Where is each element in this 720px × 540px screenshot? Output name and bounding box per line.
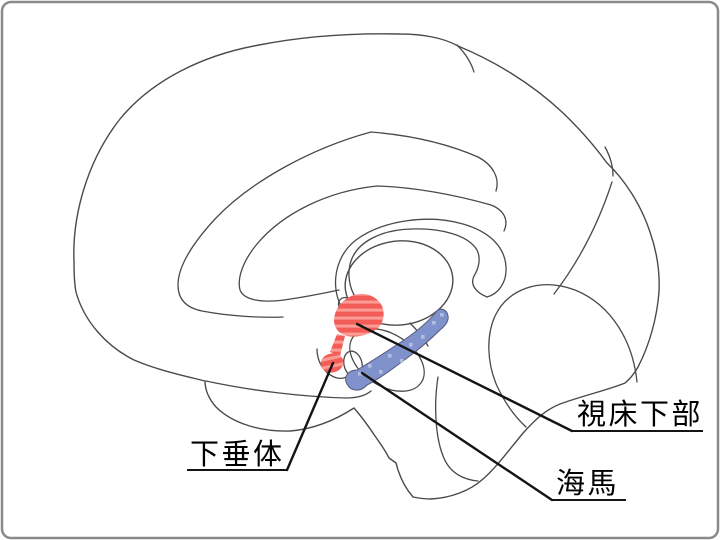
label-hypothalamus: 視床下部 <box>577 397 703 431</box>
cerebellum-outline <box>488 284 638 428</box>
hippocampus-dot <box>432 321 436 325</box>
hippocampus-dots <box>358 313 444 376</box>
leader-line-hypothalamus <box>355 322 574 433</box>
cingulate-sulcus-line <box>177 131 498 318</box>
parieto-occipital-sulcus <box>553 181 613 295</box>
hippocampus-dot <box>421 335 425 339</box>
leader-line-hippocampus <box>360 371 554 502</box>
hippocampus-dot <box>440 313 444 317</box>
hippocampus-dot <box>358 372 362 376</box>
medulla-line <box>435 376 479 482</box>
corpus-callosum-inner <box>348 228 488 299</box>
hippocampus-dot <box>400 359 404 363</box>
hippocampus-dot <box>388 354 392 358</box>
parietal-sulcus-notch <box>604 146 614 177</box>
lateral-sulcus-line <box>205 380 372 399</box>
hippocampus-dot <box>368 364 372 368</box>
thalamus <box>344 240 454 326</box>
pituitary-stalk <box>330 334 345 356</box>
leader-line-pituitary <box>285 361 335 472</box>
cingulate-gyrus-line <box>238 185 507 302</box>
label-pituitary: 下垂体 <box>190 437 285 471</box>
corpus-callosum-outer <box>334 218 507 316</box>
hippocampus-region <box>345 308 449 391</box>
label-hippocampus: 海馬 <box>556 466 619 500</box>
hypothalamus-region <box>334 293 384 337</box>
cerebrum-outline <box>73 33 660 500</box>
hippocampus-dot <box>379 370 383 374</box>
central-sulcus-notch <box>456 44 475 73</box>
hippocampus-dot <box>409 343 413 347</box>
